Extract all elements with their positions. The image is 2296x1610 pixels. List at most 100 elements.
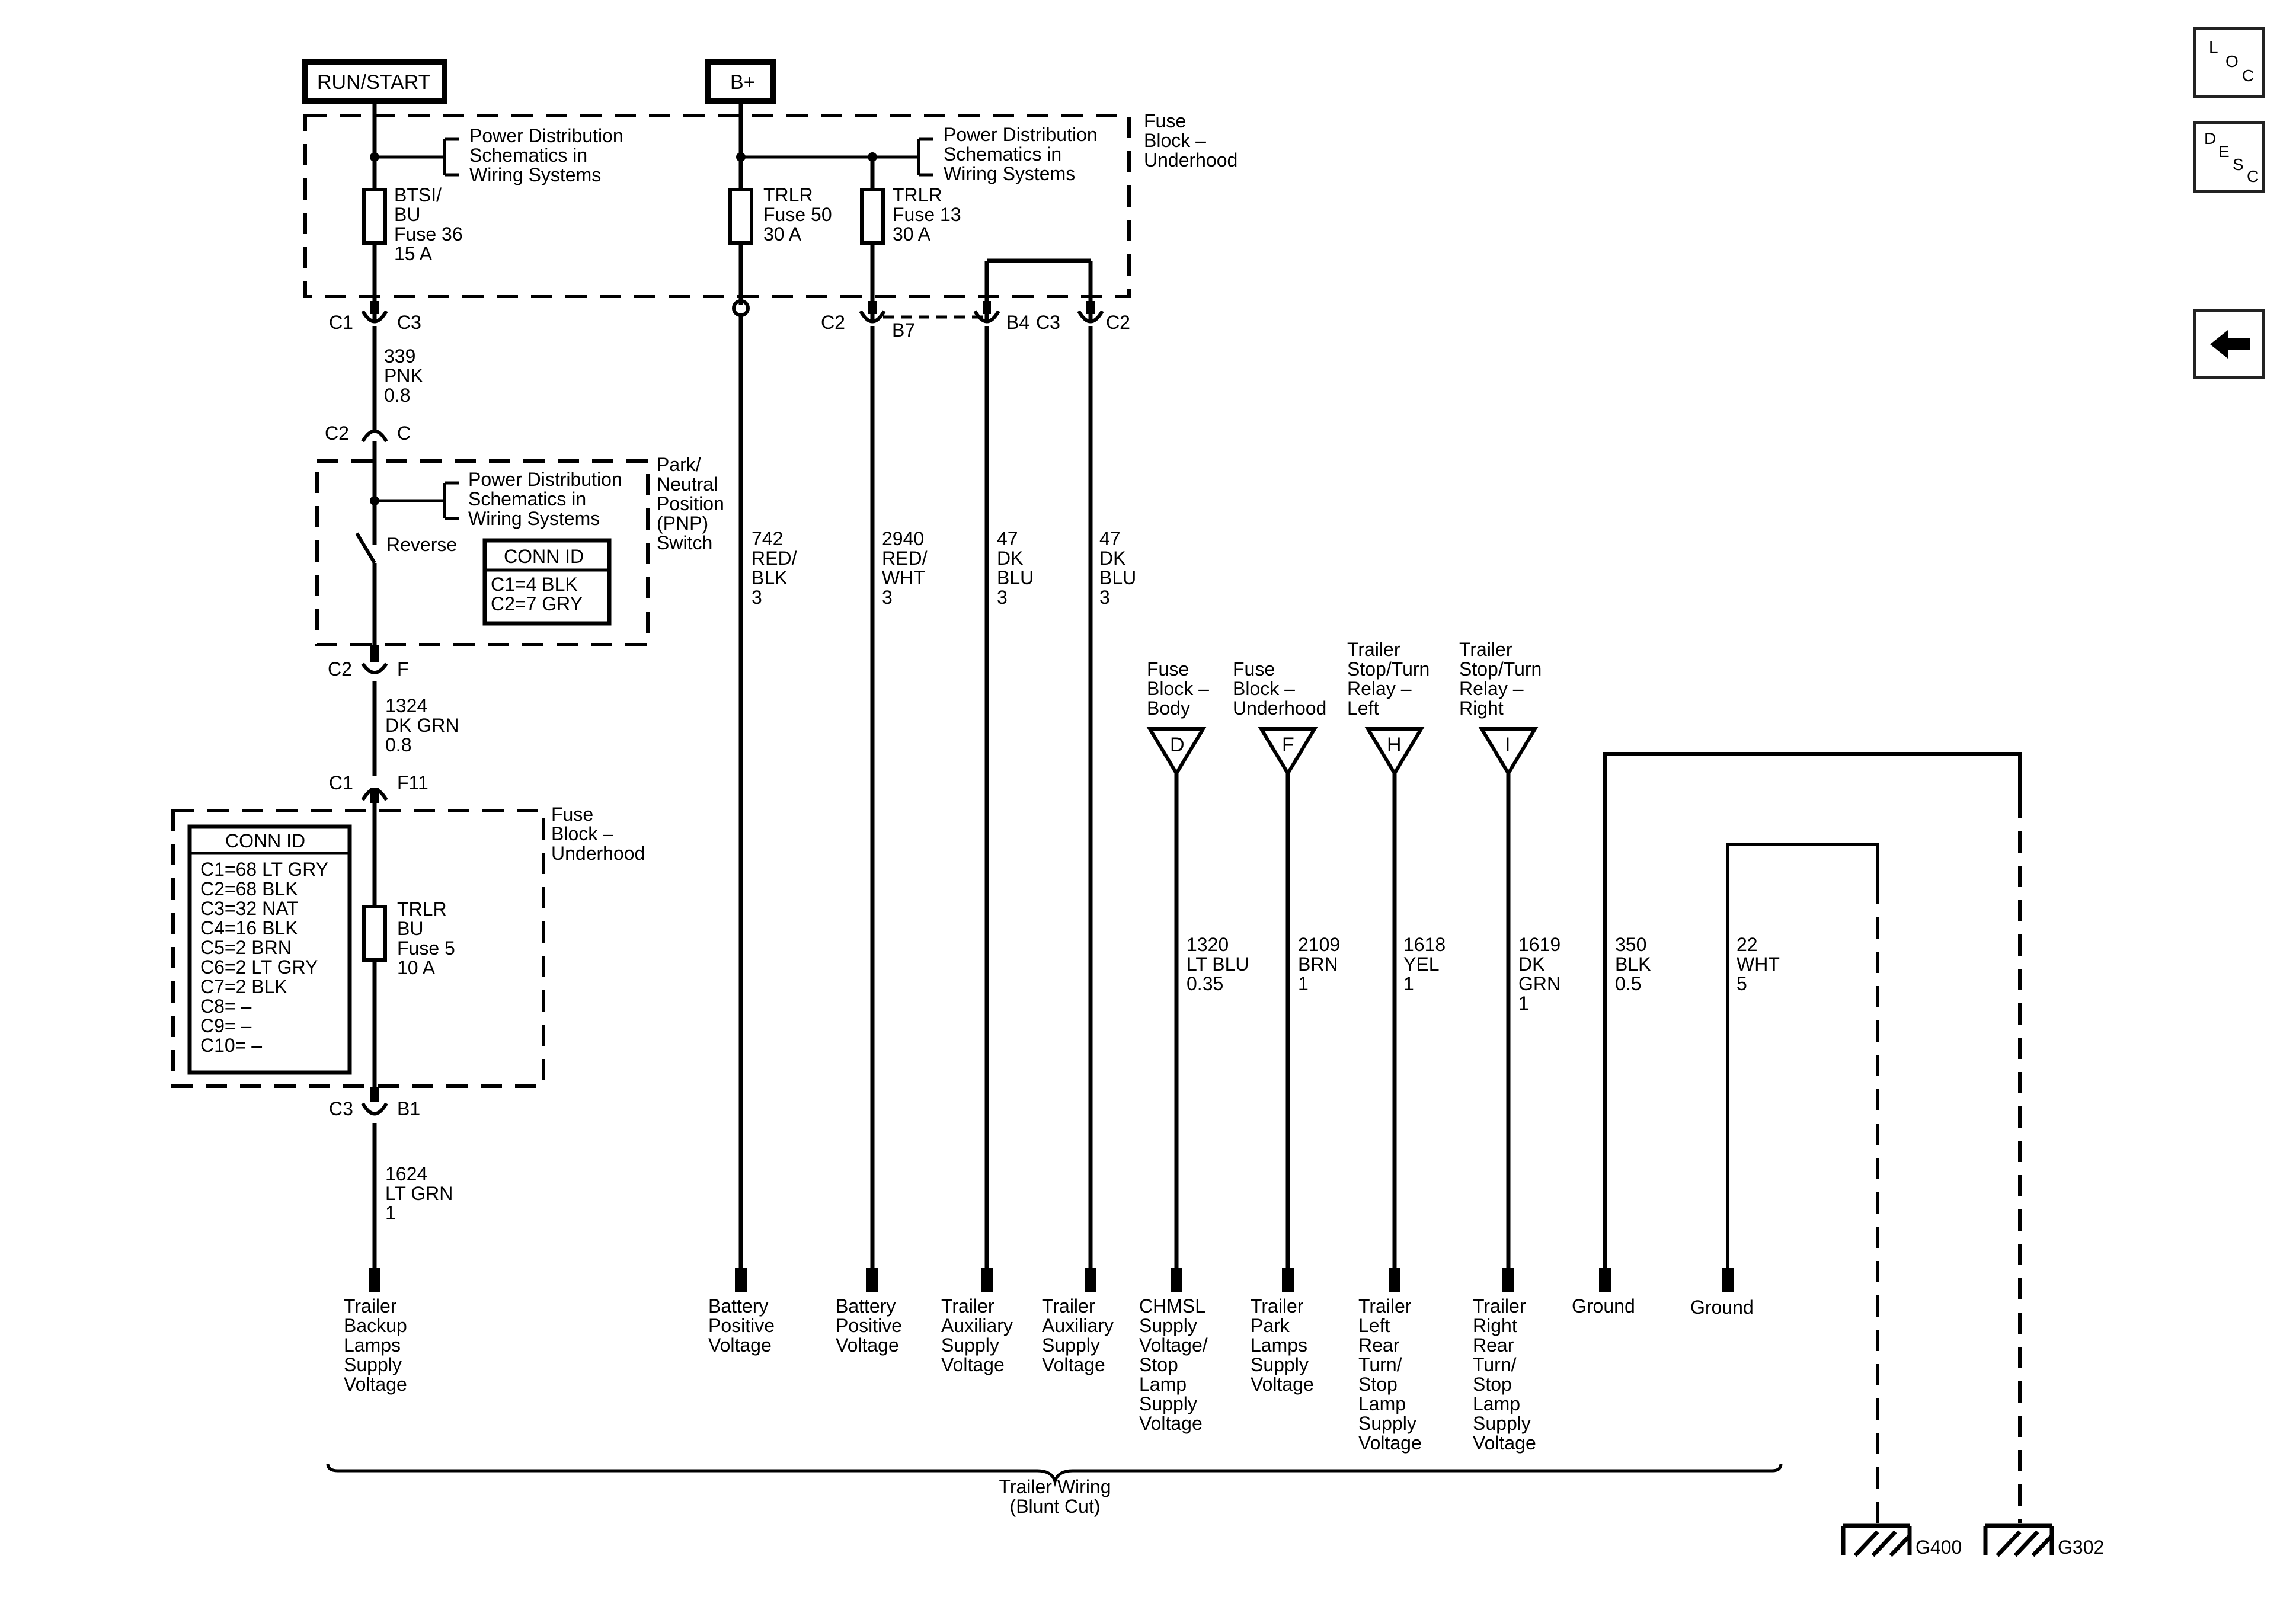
svg-text:Schematics in: Schematics in [468,488,586,510]
svg-text:Stop: Stop [1473,1374,1512,1395]
svg-text:Right: Right [1473,1315,1517,1336]
ground-g400-symbol [1841,1523,1912,1557]
svg-text:GRN: GRN [1518,973,1560,994]
svg-text:LT GRN: LT GRN [385,1183,453,1204]
svg-text:C2=7 GRY: C2=7 GRY [491,593,583,614]
svg-text:BRN: BRN [1298,953,1338,975]
svg-text:CONN ID: CONN ID [504,546,584,567]
svg-text:3: 3 [752,587,762,608]
terminal-label-t8: Trailer Left Rear Turn/ Stop Lamp Supply… [1358,1295,1422,1454]
svg-text:C5=2 BRN: C5=2 BRN [200,937,292,958]
svg-text:F: F [397,658,409,680]
svg-text:C2: C2 [821,312,845,333]
svg-text:WHT: WHT [1737,953,1780,975]
svg-text:DK: DK [997,548,1023,569]
svg-text:Trailer: Trailer [1358,1295,1412,1317]
svg-text:Rear: Rear [1473,1334,1514,1356]
svg-text:WHT: WHT [882,567,925,588]
wire-label-339: 339 PNK 0.8 [384,345,423,406]
svg-text:C10= –: C10= – [200,1035,262,1056]
svg-text:DK GRN: DK GRN [385,715,459,736]
svg-text:Positive: Positive [708,1315,775,1336]
svg-text:C4=16 BLK: C4=16 BLK [200,917,298,939]
svg-text:Voltage: Voltage [708,1334,772,1356]
svg-text:15 A: 15 A [394,243,433,264]
terminal-label-t9: Trailer Right Rear Turn/ Stop Lamp Suppl… [1473,1295,1536,1454]
svg-text:BTSI/: BTSI/ [394,184,442,206]
conn-id-large: CONN ID C1=68 LT GRY C2=68 BLK C3=32 NAT… [200,830,328,1056]
pnp-switch-label: Park/ Neutral Position (PNP) Switch [657,454,724,553]
svg-text:Relay –: Relay – [1459,678,1524,699]
svg-text:BLU: BLU [997,567,1034,588]
svg-text:Trailer: Trailer [344,1295,397,1317]
svg-text:1624: 1624 [385,1163,427,1185]
terminal-label-t6: CHMSL Supply Voltage/ Stop Lamp Supply V… [1139,1295,1208,1434]
svg-text:(Blunt Cut): (Blunt Cut) [1010,1496,1101,1517]
svg-text:Stop: Stop [1139,1354,1178,1375]
svg-text:Body: Body [1147,697,1190,719]
wire-label-22: 22 WHT 5 [1737,934,1780,994]
source-i: Trailer Stop/Turn Relay – Right I [1459,639,1542,756]
svg-text:Block –: Block – [1147,678,1209,699]
svg-text:Supply: Supply [1251,1354,1309,1375]
svg-text:Fuse 5: Fuse 5 [397,937,455,959]
svg-text:PNK: PNK [384,365,423,386]
back-arrow-icon [2210,330,2250,359]
svg-text:DK: DK [1099,548,1125,569]
desc-button[interactable]: D E S C [2193,121,2265,193]
terminal-label-t1: Trailer Backup Lamps Supply Voltage [344,1295,407,1395]
svg-text:Voltage/: Voltage/ [1139,1334,1208,1356]
ground-g302-symbol [1983,1523,2054,1557]
svg-text:Power Distribution: Power Distribution [468,469,622,490]
svg-text:RED/: RED/ [752,548,797,569]
svg-text:Supply: Supply [1042,1334,1100,1356]
svg-text:742: 742 [752,528,783,549]
fuse36-symbol [362,188,387,245]
wire-350 [1603,752,2022,1268]
svg-text:Supply: Supply [1139,1315,1197,1336]
ground-g302-label: G302 [2058,1537,2104,1558]
svg-text:30 A: 30 A [763,223,802,245]
terminal-label-t3: Battery Positive Voltage [836,1295,902,1356]
harness-label: Trailer Wiring (Blunt Cut) [999,1476,1111,1517]
svg-text:1: 1 [1518,993,1529,1014]
svg-text:Underhood: Underhood [551,843,645,864]
terminal-block [369,1268,380,1292]
wire-label-1619: 1619 DK GRN 1 [1518,934,1560,1014]
svg-text:C6=2 LT GRY: C6=2 LT GRY [200,956,318,978]
svg-text:Voltage: Voltage [1042,1354,1105,1375]
svg-text:47: 47 [1099,528,1121,549]
terminal-label-t10: Ground [1572,1295,1635,1317]
svg-text:C1: C1 [329,312,353,333]
fuse5-symbol [362,905,387,962]
fuse50-symbol [728,188,753,245]
svg-text:3: 3 [882,587,893,608]
svg-text:Stop/Turn: Stop/Turn [1347,658,1430,680]
reverse-label: Reverse [386,534,457,555]
svg-text:Park: Park [1251,1315,1290,1336]
svg-text:Stop: Stop [1358,1374,1398,1395]
svg-text:47: 47 [997,528,1018,549]
svg-text:Trailer: Trailer [941,1295,994,1317]
svg-text:TRLR: TRLR [893,184,942,206]
pd-schematics-right: Power Distribution Schematics in Wiring … [944,124,1098,184]
wire-label-1324: 1324 DK GRN 0.8 [385,695,459,756]
svg-text:LT BLU: LT BLU [1187,953,1249,975]
conn-id-small-box [482,538,612,626]
source-d: Fuse Block – Body D [1147,658,1209,756]
source-h-triangle [1364,727,1425,777]
loc-button[interactable]: L O C [2193,27,2265,98]
svg-text:Fuse 13: Fuse 13 [893,204,961,225]
fuse-block-underhood-lower [171,809,545,1088]
svg-text:C3: C3 [397,312,421,333]
wire-22 [1726,843,1879,1268]
svg-text:Auxiliary: Auxiliary [1042,1315,1114,1336]
fuse50-label: TRLR Fuse 50 30 A [763,184,832,245]
svg-text:Right: Right [1459,697,1504,719]
wire-label-742: 742 RED/ BLK 3 [752,528,797,608]
wire-label-350: 350 BLK 0.5 [1615,934,1651,994]
svg-text:Lamp: Lamp [1473,1393,1520,1414]
back-button[interactable] [2193,309,2265,379]
svg-text:Supply: Supply [1358,1413,1416,1434]
